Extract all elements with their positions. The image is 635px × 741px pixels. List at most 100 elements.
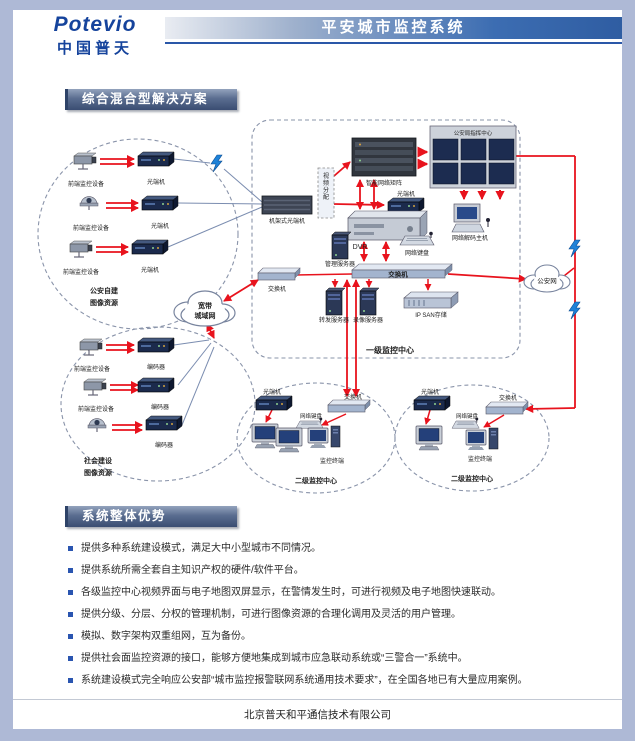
advantage-item: 系统建设模式完全响应公安部“城市监控报警联网系统通用技术要求”，在全国各地已有大… — [68, 675, 604, 687]
company-footer: 北京普天和平通信技术有限公司 — [13, 699, 622, 729]
advantage-item: 提供社会面监控资源的接口，能够方便地集成到城市应急联动系统或“三警合一”系统中。 — [68, 653, 604, 665]
broadband-cloud: 宽带 城域网 — [173, 290, 236, 327]
dome-camera-icon — [79, 195, 99, 211]
pc-terminal-icon — [307, 425, 341, 449]
network-decoder-host — [451, 203, 490, 233]
optical-transceiver-icon — [387, 197, 425, 213]
advantages-list: 提供多种系统建设模式，满足大中小型城市不同情况。 提供系统所需全套自主知识产权的… — [68, 543, 604, 697]
encoder-label: 编码器 — [147, 363, 165, 371]
ipsan-label: IP SAN存储 — [415, 311, 447, 319]
optical-label: 光端机 — [421, 388, 439, 396]
monitor-terminal-label: 监控终端 — [320, 457, 344, 465]
bullet-icon — [68, 590, 73, 595]
network-keyboard-label: 网络键盘 — [456, 412, 479, 420]
switch-icon — [327, 399, 371, 413]
logo-wordmark: Potevio — [53, 13, 137, 36]
bullet-icon — [68, 634, 73, 639]
advantage-text: 提供多种系统建设模式，满足大中小型城市不同情况。 — [81, 543, 321, 554]
police-network-label: 公安网 — [537, 276, 557, 285]
switch-label: 交换机 — [388, 270, 408, 279]
advantage-text: 提供分级、分层、分权的管理机制，可进行图像资源的合理化调用及灵活的用户管理。 — [81, 609, 461, 620]
optical-label: 光端机 — [397, 190, 415, 198]
police-frontend-zone — [37, 138, 239, 330]
recording-server-label: 录像服务器 — [353, 316, 383, 324]
advantage-item: 提供多种系统建设模式，满足大中小型城市不同情况。 — [68, 543, 604, 555]
advantage-item: 提供系统所需全套自主知识产权的硬件/软件平台。 — [68, 565, 604, 577]
bullet-icon — [68, 612, 73, 617]
advantage-text: 模拟、数字架构双重组网，互为备份。 — [81, 631, 251, 642]
command-center-label: 公安局指挥中心 — [454, 129, 493, 137]
title-underline — [165, 42, 622, 44]
advantage-text: 提供社会面监控资源的接口，能够方便地集成到城市应急联动系统或“三警合一”系统中。 — [81, 653, 468, 664]
matrix-icon — [351, 137, 417, 177]
bullet-icon — [68, 678, 73, 683]
management-server-label: 管理服务器 — [325, 260, 355, 268]
front-device-label: 前端监控设备 — [68, 180, 104, 188]
box-camera-icon — [83, 378, 107, 396]
society-resource-label-1: 社会建设 — [83, 456, 113, 465]
advantage-item: 提供分级、分层、分权的管理机制，可进行图像资源的合理化调用及灵活的用户管理。 — [68, 609, 604, 621]
page-title-band: 平安城市监控系统 — [165, 17, 622, 39]
level2-zone-b — [394, 384, 550, 492]
box-camera-icon — [79, 338, 103, 356]
advantage-item: 模拟、数字架构双重组网，互为备份。 — [68, 631, 604, 643]
interconnect-lines — [167, 158, 263, 426]
logo-chinese: 中国普天 — [56, 40, 133, 57]
dome-camera-icon — [87, 418, 107, 433]
optical-label: 光端机 — [147, 178, 165, 186]
switch-label: 交换机 — [499, 394, 517, 402]
bullet-icon — [68, 656, 73, 661]
broadband-label-2: 城域网 — [195, 311, 216, 320]
society-resource-label-2: 图像资源 — [84, 468, 112, 477]
society-frontend-zone — [60, 326, 256, 482]
management-server-icon — [331, 231, 352, 260]
brochure-page: Potevio 中国普天 平安城市监控系统 综合混合型解决方案 — [13, 10, 622, 729]
optical-transceiver-icon — [131, 239, 169, 255]
monitor-wall — [429, 125, 517, 189]
company-name: 北京普天和平通信技术有限公司 — [244, 709, 391, 721]
pc-terminal-icon — [465, 427, 499, 451]
potevio-logo: Potevio 中国普天 — [35, 13, 155, 58]
level2-center-label: 二级监控中心 — [451, 474, 493, 483]
optical-label: 光端机 — [263, 388, 281, 396]
encoder-label: 编码器 — [155, 441, 173, 449]
page-title: 平安城市监控系统 — [321, 19, 466, 36]
forwarding-server-icon — [325, 287, 346, 316]
front-device-label: 前端监控设备 — [63, 268, 99, 276]
box-camera-icon — [69, 240, 93, 258]
level2-center-label: 二级监控中心 — [295, 476, 337, 485]
encoder-label: 编码器 — [151, 403, 169, 411]
dvr-label: DVR — [353, 244, 368, 251]
level1-center-label: 一级监控中心 — [366, 345, 414, 355]
bullet-icon — [68, 568, 73, 573]
switch-label: 交换机 — [344, 393, 362, 401]
optical-transceiver-icon — [255, 395, 293, 411]
monitor-terminal-icon — [275, 427, 303, 453]
encoder-icon — [137, 337, 175, 353]
rack-optical-icon — [261, 195, 313, 215]
optical-label: 光端机 — [151, 222, 169, 230]
optical-label: 光端机 — [141, 266, 159, 274]
dvr-device — [347, 210, 428, 241]
encoder-icon — [145, 415, 183, 431]
front-device-label: 前端监控设备 — [73, 224, 109, 232]
forwarding-server-label: 转发服务器 — [319, 316, 349, 324]
optical-transceiver-icon — [141, 195, 179, 211]
advantage-text: 各级监控中心视频界面与电子地图双屏显示，在警情发生时，可进行视频及电子地图快速联… — [81, 587, 501, 598]
video-distribution-box — [317, 167, 335, 219]
lightning-icon — [210, 154, 223, 173]
monitor-terminal-label: 监控终端 — [468, 455, 492, 463]
optical-transceiver-icon — [413, 395, 451, 411]
encoder-icon — [137, 377, 175, 393]
network-topology-diagram: 宽带 城域网 公安网 — [37, 119, 581, 494]
bullet-icon — [68, 546, 73, 551]
monitor-terminal-icon — [251, 423, 279, 449]
advantage-text: 系统建设模式完全响应公安部“城市监控报警联网系统通用技术要求”，在全国各地已有大… — [81, 675, 528, 686]
section-header-solution: 综合混合型解决方案 — [65, 89, 237, 110]
switch-icon — [257, 267, 301, 281]
advantage-item: 各级监控中心视频界面与电子地图双屏显示，在警情发生时，可进行视频及电子地图快速联… — [68, 587, 604, 599]
advantage-text: 提供系统所需全套自主知识产权的硬件/软件平台。 — [81, 565, 304, 576]
section-header-advantages: 系统整体优势 — [65, 506, 237, 527]
rack-optical-label: 机架式光端机 — [269, 217, 305, 225]
front-device-label: 前端监控设备 — [78, 405, 114, 413]
